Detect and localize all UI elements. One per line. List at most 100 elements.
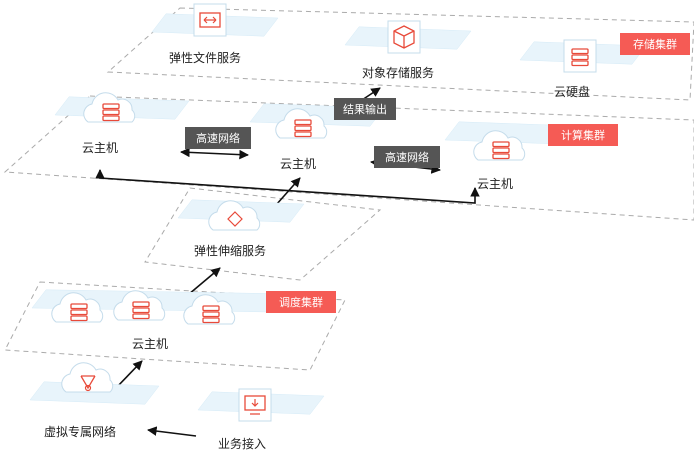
cloud-server-icon-glyph-1-bar: [70, 309, 88, 316]
server-icon: [563, 39, 597, 73]
cloud-server-icon-glyph-3-bar: [202, 311, 220, 318]
cloud-server-icon-glyph: [294, 119, 312, 138]
monitor-frame: [244, 395, 266, 411]
connectors: [95, 87, 480, 437]
cloud-server-icon-3: [183, 294, 236, 325]
cloud-server-icon-glyph-2-bar: [132, 307, 150, 314]
node-compute-vm-mid: 云主机: [249, 103, 385, 171]
cloud-server-icon-2-shape: [113, 290, 166, 321]
result-output-text: 结果输出: [343, 102, 387, 116]
disk-server-glyph: [571, 48, 589, 67]
cloud-server-icon-glyph: [102, 103, 120, 122]
cloud-server-icon-glyph-1-bar: [70, 315, 88, 322]
cloud-server-icon-glyph-bar: [102, 103, 120, 110]
node-compute-vm-left: 云主机: [54, 92, 190, 155]
node-compute-vm-right: 云主机: [444, 121, 580, 191]
node-label-access: 业务接入: [218, 436, 266, 451]
highspeed-right-label: 高速网络: [374, 146, 440, 168]
disk-server-glyph-bar: [571, 54, 589, 61]
cloud-server-icon-glyph-bar: [492, 153, 510, 160]
cluster-tags: 存储集群 计算集群 调度集群: [266, 33, 690, 313]
node-object-storage: 对象存储服务: [344, 20, 472, 80]
cloud-server-icon-shape: [275, 108, 328, 139]
cloud-server-icon-glyph-bar: [492, 147, 510, 154]
cloud-server-icon: [473, 130, 526, 161]
node-label-scheduling-vm: 云主机: [132, 337, 168, 351]
cloud-scaling-icon-shape: [208, 200, 261, 231]
scheduling-cluster-tag: 调度集群: [266, 291, 336, 313]
node-auto-scaling: 弹性伸缩服务: [177, 199, 305, 258]
cloud-server-icon-glyph-bar: [102, 109, 120, 116]
arrow-vpc-to-scheduling: [115, 360, 143, 389]
cloud-server-icon-shape: [83, 92, 136, 123]
node-label-file-service: 弹性文件服务: [169, 50, 241, 65]
cloud-server-icon-glyph-bar: [294, 131, 312, 138]
node-label-object-storage: 对象存储服务: [362, 65, 434, 80]
node-scheduling-vm: 云主机: [31, 289, 297, 351]
highspeed-left-label: 高速网络: [185, 127, 251, 149]
highspeed-right-label-bg: [374, 146, 440, 168]
cloud-server-icon-1: [51, 292, 104, 323]
node-label-vpc: 虚拟专属网络: [44, 424, 116, 439]
cloud-server-icon-glyph-bar: [294, 125, 312, 132]
cloud-server-icon-glyph-bar: [294, 119, 312, 126]
node-label-compute-vm-right: 云主机: [477, 177, 513, 191]
cloud-server-icon: [275, 108, 328, 139]
cube-lines: [393, 25, 415, 49]
result-output-label-bg: [334, 98, 396, 120]
cloud-server-icon-1-shape: [51, 292, 104, 323]
cloud-server-icon-2: [113, 290, 166, 321]
cloud-scaling-icon: [208, 200, 261, 231]
cloud-server-icon-glyph-bar: [102, 115, 120, 122]
node-cloud-disk: 云硬盘: [519, 39, 647, 99]
highspeed-left-label-bg: [185, 127, 251, 149]
highspeed-right-text: 高速网络: [385, 150, 429, 164]
cloud-server-icon-glyph-2-bar: [132, 301, 150, 308]
scheduling-cluster-region: [4, 281, 346, 371]
scheduling-cluster-tag-bg: [266, 291, 336, 313]
link-highspeed-left: [180, 147, 249, 160]
cloud-server-icon-glyph-2: [132, 301, 150, 320]
disk-server-glyph-bar: [571, 48, 589, 55]
file-arrows: [203, 16, 217, 24]
storage-cluster-region: [106, 7, 694, 101]
disk-server-glyph-bar: [571, 60, 589, 67]
download-arrow: [250, 399, 260, 415]
compute-cluster-tag-text: 计算集群: [561, 128, 605, 142]
result-output-label: 结果输出: [334, 98, 396, 120]
server-icon-frame: [563, 39, 597, 73]
node-label-auto-scaling: 弹性伸缩服务: [194, 243, 266, 258]
file-arrows-icon: [193, 3, 227, 37]
cloud-server-icon-3-shape: [183, 294, 236, 325]
compute-cluster-tag: 计算集群: [548, 124, 618, 146]
link-labels: 高速网络 高速网络 结果输出: [185, 98, 440, 168]
scaling-region: [144, 187, 382, 281]
cloud-server-icon-glyph-2-bar: [132, 313, 150, 320]
file-frame: [199, 12, 221, 28]
cloud-server-icon-glyph-1-bar: [70, 303, 88, 310]
node-label-compute-vm-left: 云主机: [82, 141, 118, 155]
cube-icon: [387, 20, 421, 54]
node-vpc: 虚拟专属网络: [29, 362, 160, 439]
arrow-access-to-vpc: [147, 426, 197, 437]
monitor-download-icon: [238, 388, 272, 422]
cloud-server-icon-glyph-1: [70, 303, 88, 322]
cloud-server-icon-glyph-3-bar: [202, 317, 220, 324]
cloud-server-icon: [83, 92, 136, 123]
cloud-network-icon-shape: [61, 362, 114, 393]
node-label-compute-vm-mid: 云主机: [280, 157, 316, 171]
node-access: 业务接入: [197, 388, 325, 451]
storage-cluster-tag: 存储集群: [620, 33, 690, 55]
cloud-server-icon-glyph-bar: [492, 141, 510, 148]
cloud-server-icon-glyph-3: [202, 305, 220, 324]
nodes-layer: 弹性文件服务对象存储服务云硬盘云主机云主机云主机弹性伸缩服务云主机虚拟专属网络业…: [29, 3, 647, 451]
highspeed-left-text: 高速网络: [196, 131, 240, 145]
network-node: [84, 384, 92, 392]
network-glyph: [80, 375, 96, 390]
cloud-server-icon-shape: [473, 130, 526, 161]
storage-cluster-tag-text: 存储集群: [633, 37, 677, 51]
storage-cluster-tag-bg: [620, 33, 690, 55]
node-label-cloud-disk: 云硬盘: [554, 84, 590, 99]
